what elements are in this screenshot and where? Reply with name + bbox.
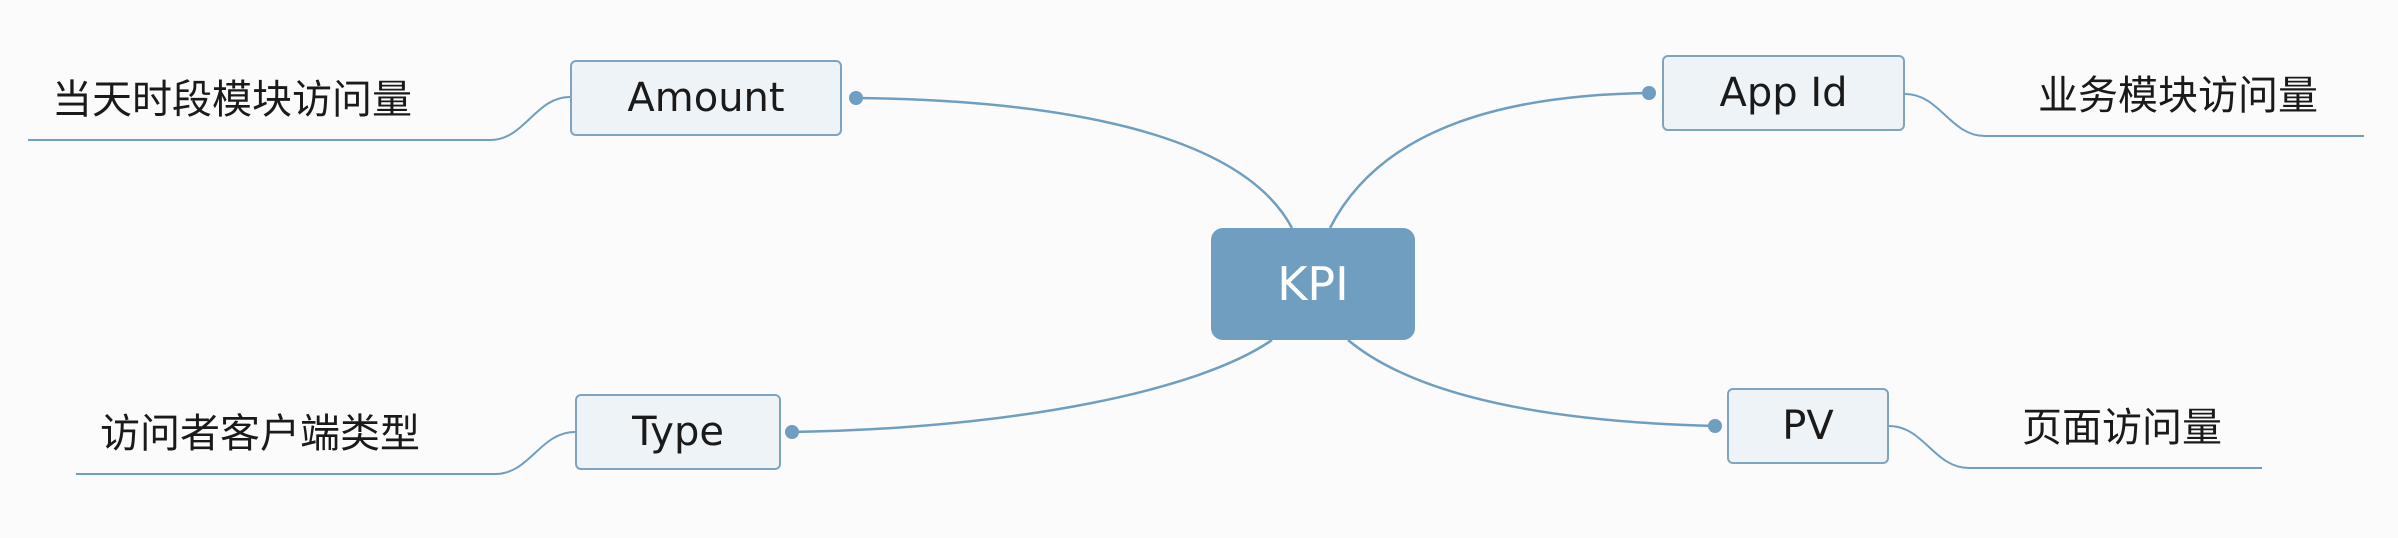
underline-pv-note [1888, 425, 2262, 469]
underline-type-note [76, 431, 576, 475]
connector-root-app-id [1328, 91, 1650, 229]
connector-dot-amount [849, 91, 863, 105]
root-topic-kpi[interactable]: KPI [1211, 228, 1415, 340]
topic-app-id[interactable]: App Id [1662, 55, 1905, 131]
topic-pv[interactable]: PV [1727, 388, 1889, 464]
connector-dot-type [785, 425, 799, 439]
connector-root-amount [855, 96, 1294, 229]
connector-root-pv [1347, 339, 1716, 428]
connector-root-type [791, 338, 1273, 434]
topic-amount[interactable]: Amount [570, 60, 842, 136]
underline-app-id-note [1904, 93, 2364, 137]
subtopic-pv-note[interactable]: 页面访问量 [2022, 405, 2222, 451]
connector-dot-pv [1708, 419, 1722, 433]
topic-type[interactable]: Type [575, 394, 781, 470]
subtopic-type-note[interactable]: 访问者客户端类型 [100, 411, 420, 457]
subtopic-amount-note[interactable]: 当天时段模块访问量 [52, 77, 412, 123]
connector-dot-app-id [1642, 86, 1656, 100]
underline-amount-note [28, 96, 571, 141]
subtopic-app-id-note[interactable]: 业务模块访问量 [2038, 73, 2318, 119]
